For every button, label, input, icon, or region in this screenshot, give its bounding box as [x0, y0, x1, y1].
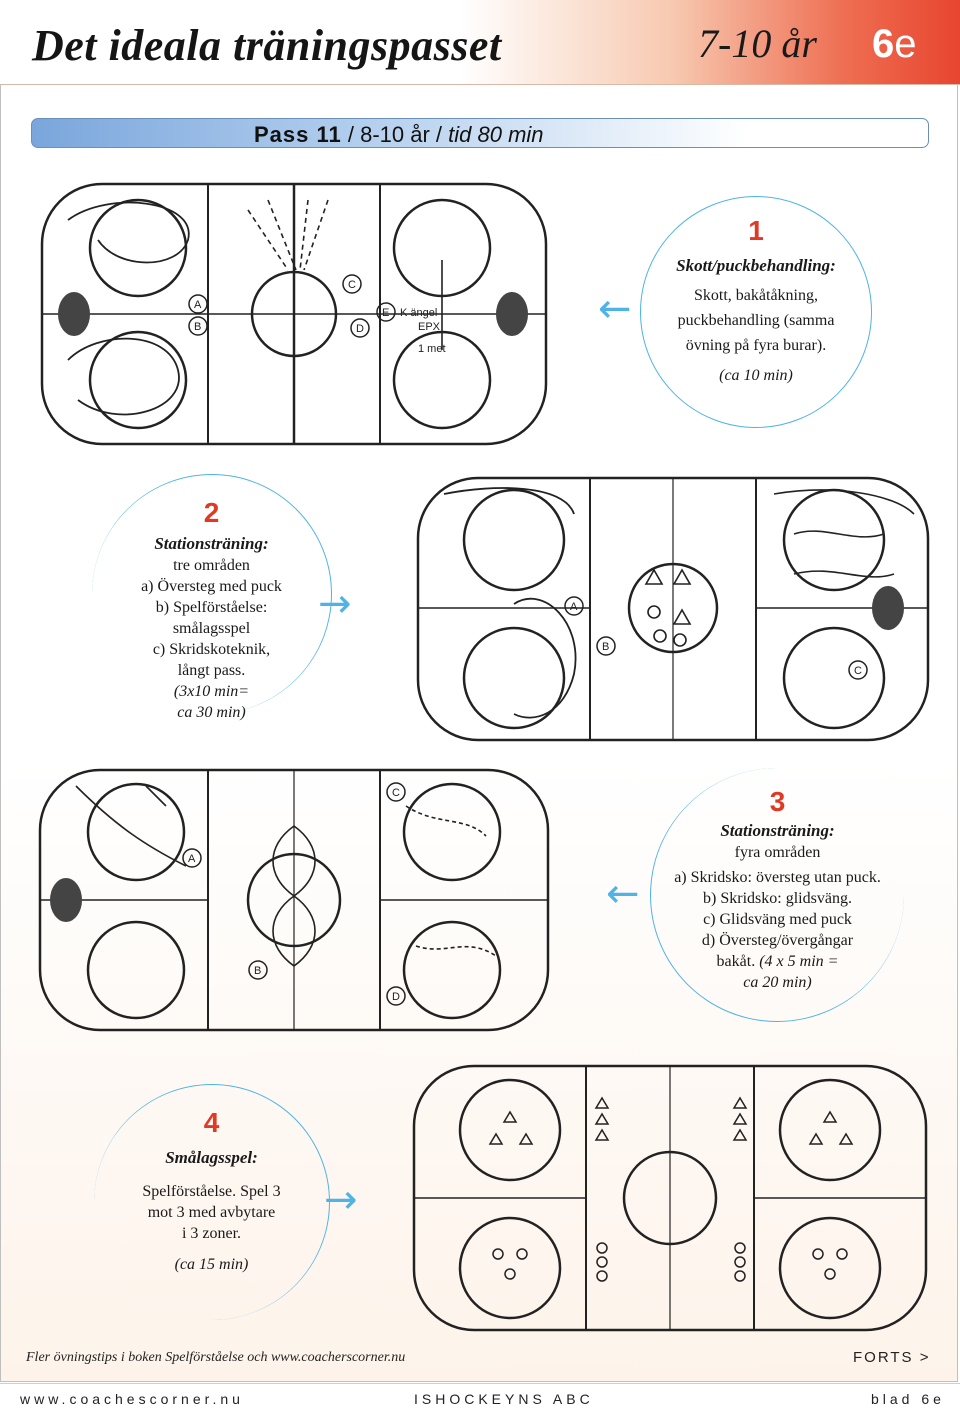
- rink1-label-a: A: [194, 299, 202, 311]
- drill-3-line-2: a) Skridsko: översteg utan puck.: [674, 869, 881, 886]
- drill-3-line-6-text: bakåt.: [716, 953, 756, 970]
- age-range: 7-10 år: [698, 21, 817, 66]
- drill-3-subtitle: Stationsträning:: [720, 821, 835, 840]
- drill-3-time: (4 x 5 min =: [759, 953, 839, 970]
- drill-3-time-2: ca 20 min): [743, 974, 812, 991]
- rink2-label-c: C: [854, 665, 862, 677]
- rink-diagram-1: A B C D E K ängel EPX 1 met: [40, 182, 548, 446]
- drill-4-number: 4: [203, 1107, 220, 1138]
- rink3-label-b: B: [254, 965, 261, 977]
- rink-diagram-3: A B C D: [38, 768, 550, 1032]
- forts-link[interactable]: FORTS >: [853, 1349, 931, 1366]
- drill-1-line-2: puckbehandling (samma: [677, 312, 835, 329]
- footer-website[interactable]: www.coachescorner.nu: [20, 1391, 244, 1407]
- rink1-note-3: 1 met: [418, 343, 446, 355]
- page-title: Det ideala träningspasset: [32, 21, 502, 70]
- drill-4-time: (ca 15 min): [174, 1256, 249, 1273]
- drill-4-line-2: mot 3 med avbytare: [147, 1204, 276, 1221]
- footer-center: ISHOCKEYNS ABC: [414, 1391, 594, 1407]
- arrow-right-icon-2: →: [324, 1177, 358, 1223]
- drill-3-line-4: c) Glidsväng med puck: [703, 911, 852, 928]
- drill-1-subtitle: Skott/puckbehandling:: [676, 256, 836, 275]
- rink2-label-b: B: [602, 641, 609, 653]
- drill-1-bubble: 1 Skott/puckbehandling: Skott, bakåtåkni…: [640, 196, 872, 428]
- drill-3-bubble: 3 Stationsträning: fyra områden a) Skrid…: [650, 768, 904, 1022]
- rink1-note-1: K ängel: [400, 307, 437, 319]
- drill-1-line-1: Skott, bakåtåkning,: [694, 287, 818, 304]
- drill-1-number: 1: [748, 215, 764, 246]
- rink1-note-2: EPX: [418, 321, 441, 333]
- drill-4-subtitle: Smålagsspel:: [165, 1148, 258, 1167]
- drill-3-line-6: bakåt. (4 x 5 min =: [651, 951, 904, 972]
- drill-2-line-5: c) Skridskoteknik,: [152, 641, 271, 658]
- pass-bar: Pass 11 / 8-10 år / tid 80 min: [31, 118, 929, 148]
- bottom-bar: www.coachescorner.nu ISHOCKEYNS ABC blad…: [0, 1383, 960, 1409]
- drill-2-line-3: b) Spelförståelse:: [155, 599, 268, 616]
- rink1-label-c: C: [348, 279, 356, 291]
- drill-2-line-2: a) Översteg med puck: [141, 578, 282, 595]
- rink1-label-b: B: [194, 321, 201, 333]
- rink3-label-d: D: [392, 991, 400, 1003]
- sheet-code-number: 6: [872, 22, 895, 66]
- footer-sheet: blad 6e: [871, 1391, 945, 1407]
- drill-4-line-3: i 3 zoner.: [181, 1225, 242, 1242]
- drill-2-line-6: långt pass.: [177, 662, 246, 679]
- rink2-label-a: A: [570, 601, 578, 613]
- sheet-code-letter: e: [894, 22, 917, 66]
- drill-2-time-2: ca 30 min): [177, 704, 246, 721]
- drill-2-time: (3x10 min=: [173, 683, 250, 700]
- drill-4-bubble: 4 Smålagsspel: Spelförståelse. Spel 3 mo…: [94, 1084, 330, 1320]
- drill-2-bubble: 2 Stationsträning: tre områden a) Överst…: [92, 474, 332, 721]
- drill-2-number: 2: [203, 497, 220, 528]
- drill-2-line-1: tre områden: [173, 557, 250, 574]
- drill-1-line-3: övning på fyra burar).: [685, 337, 827, 354]
- footer-note: Fler övningstips i boken Spelförståelse …: [26, 1350, 406, 1365]
- drill-1-time: (ca 10 min): [719, 367, 793, 384]
- pass-text: Pass 11 / 8-10 år / tid 80 min: [254, 122, 544, 148]
- drill-3-line-1: fyra områden: [734, 844, 821, 861]
- pass-label: Pass 11: [254, 122, 342, 147]
- drill-3-line-5: d) Översteg/övergångar: [701, 932, 854, 949]
- rink1-label-e: E: [382, 307, 389, 319]
- rink-diagram-2: A B C: [416, 476, 930, 742]
- arrow-right-icon: →: [318, 581, 352, 627]
- rink-diagram-4: [412, 1064, 928, 1332]
- rink3-label-c: C: [392, 787, 400, 799]
- drill-2-line-4: smålagsspel: [172, 620, 251, 637]
- arrow-left-icon-2: ←: [606, 871, 640, 917]
- arrow-left-icon: ←: [598, 286, 632, 332]
- rink3-label-a: A: [188, 853, 196, 865]
- rink1-label-d: D: [356, 323, 364, 335]
- drill-3-line-3: b) Skridsko: glidsväng.: [703, 890, 852, 907]
- pass-time: tid 80 min: [448, 122, 544, 147]
- sheet-code: 6e: [872, 22, 917, 67]
- drill-4-line-1: Spelförståelse. Spel 3: [142, 1183, 281, 1200]
- drill-2-subtitle: Stationsträning:: [154, 534, 269, 553]
- drill-3-number: 3: [769, 786, 786, 817]
- pass-age: / 8-10 år /: [341, 122, 449, 147]
- header-banner: Det ideala träningspasset 7-10 år 6e: [0, 0, 960, 85]
